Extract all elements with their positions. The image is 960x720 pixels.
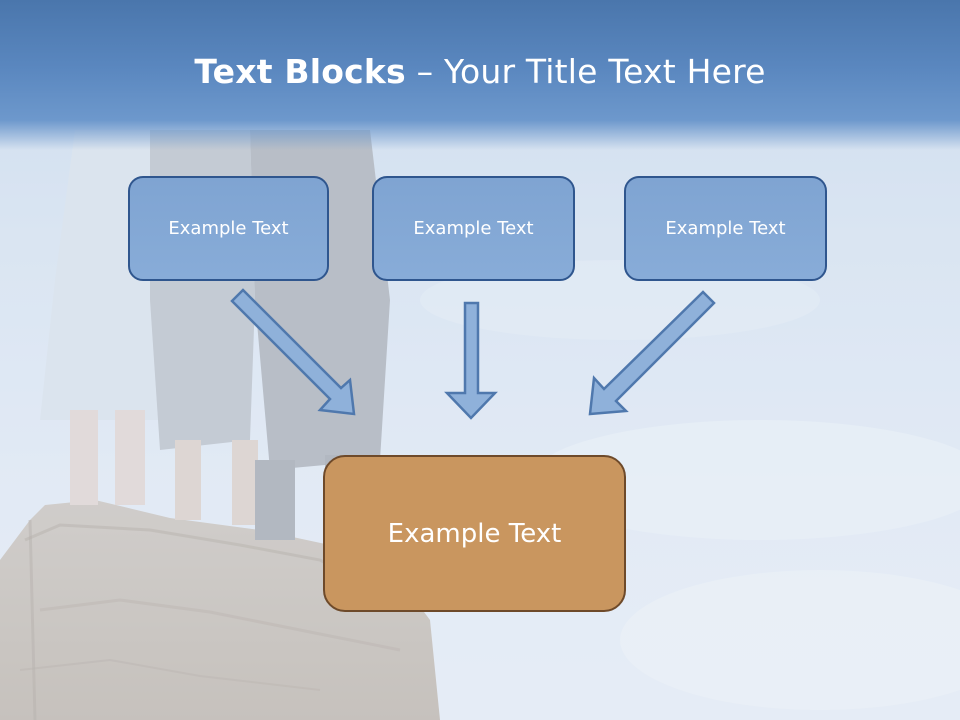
title-bar xyxy=(0,0,960,150)
text-block-3-label: Example Text xyxy=(665,218,786,239)
text-block-1: Example Text xyxy=(128,176,329,281)
title-bold: Text Blocks xyxy=(194,52,406,91)
title-dash: – xyxy=(416,52,434,91)
text-block-3: Example Text xyxy=(624,176,827,281)
result-block-label: Example Text xyxy=(387,518,562,549)
title-rest: Your Title Text Here xyxy=(444,52,766,91)
text-block-2: Example Text xyxy=(372,176,575,281)
arrow-center xyxy=(444,301,498,420)
arrow-left xyxy=(230,288,356,416)
result-block: Example Text xyxy=(323,455,626,612)
arrow-right xyxy=(588,290,716,416)
text-block-1-label: Example Text xyxy=(168,218,289,239)
slide-title: Text Blocks – Your Title Text Here xyxy=(0,52,960,91)
text-block-2-label: Example Text xyxy=(413,218,534,239)
